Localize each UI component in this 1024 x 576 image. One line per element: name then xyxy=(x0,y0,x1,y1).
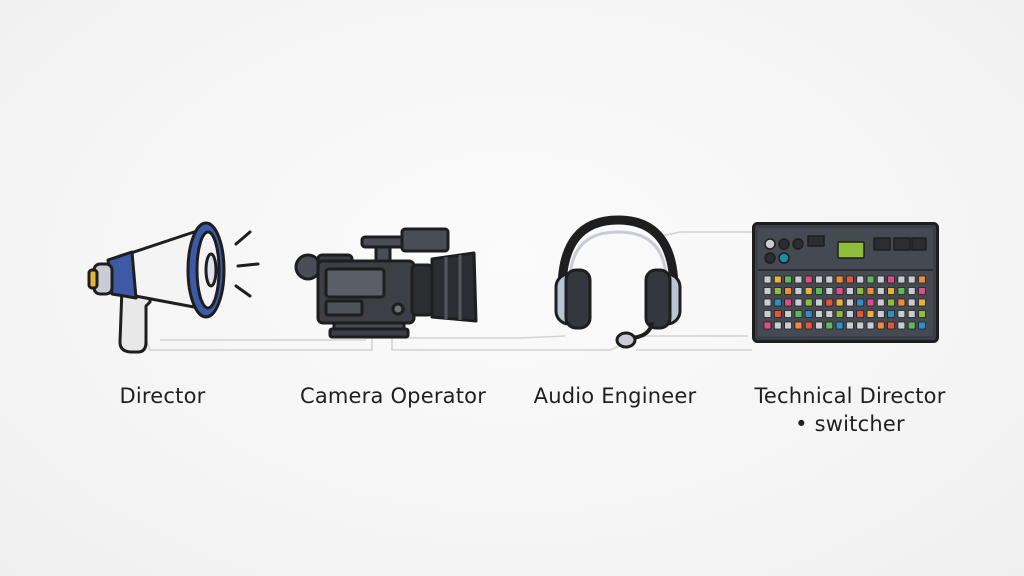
switcher-button xyxy=(815,275,823,284)
switcher-button xyxy=(773,321,782,330)
video-camera-icon xyxy=(294,227,478,339)
wire-audio-switcher-top xyxy=(661,231,752,237)
switcher-button xyxy=(835,275,844,284)
switcher-button xyxy=(876,275,885,284)
switcher-button xyxy=(876,321,885,330)
switcher-button xyxy=(897,321,906,330)
sound-waves xyxy=(234,230,260,298)
switcher-button xyxy=(835,310,844,318)
switcher-button xyxy=(876,310,885,318)
label-technical-director-sub: • switcher xyxy=(795,412,905,436)
switcher-button xyxy=(856,321,865,330)
switcher-button xyxy=(907,321,916,330)
switcher-button xyxy=(794,275,803,284)
switcher-button xyxy=(918,275,926,284)
switcher-button xyxy=(887,321,896,330)
switcher-button xyxy=(866,321,875,330)
switcher-button xyxy=(918,321,926,330)
switcher-button xyxy=(794,310,803,318)
switcher-button xyxy=(825,275,834,284)
switcher-button xyxy=(856,310,865,318)
switcher-button xyxy=(804,298,813,307)
switcher-button xyxy=(846,298,854,307)
switcher-button xyxy=(804,321,813,330)
switcher-button xyxy=(784,287,792,295)
switcher-button xyxy=(866,275,875,284)
switcher-button xyxy=(763,321,772,330)
switcher-button xyxy=(804,310,813,318)
switcher-button xyxy=(887,298,896,307)
switcher-button xyxy=(866,310,875,318)
switcher-button xyxy=(846,321,854,330)
switcher-button xyxy=(815,310,823,318)
switcher-button xyxy=(918,287,926,295)
switcher-button xyxy=(897,298,906,307)
switcher-button xyxy=(794,321,803,330)
switcher-button xyxy=(763,298,772,307)
switcher-button xyxy=(897,275,906,284)
switcher-button xyxy=(835,287,844,295)
switcher-button xyxy=(815,321,823,330)
switcher-button xyxy=(763,287,772,295)
switcher-button xyxy=(887,287,896,295)
switcher-button xyxy=(794,287,803,295)
switcher-button xyxy=(856,287,865,295)
switcher-button xyxy=(773,298,782,307)
label-technical-director: Technical Director • switcher xyxy=(740,382,960,438)
label-director: Director xyxy=(119,384,206,408)
switcher-button xyxy=(866,287,875,295)
megaphone-icon xyxy=(87,221,260,354)
switcher-button xyxy=(815,298,823,307)
switcher-button xyxy=(876,298,885,307)
switcher-button xyxy=(866,298,875,307)
switcher-button xyxy=(835,321,844,330)
switcher-button xyxy=(887,310,896,318)
switcher-button xyxy=(784,321,792,330)
switcher-button xyxy=(846,310,854,318)
switcher-button-grid xyxy=(763,275,926,330)
switcher-button xyxy=(804,287,813,295)
switcher-button xyxy=(897,287,906,295)
switcher-button xyxy=(804,275,813,284)
headphones-icon xyxy=(554,215,682,349)
switcher-button xyxy=(835,298,844,307)
switcher-button xyxy=(773,287,782,295)
switcher-button xyxy=(856,298,865,307)
switcher-button xyxy=(794,298,803,307)
label-camera-operator: Camera Operator xyxy=(299,384,487,408)
switcher-button xyxy=(876,287,885,295)
label-audio-engineer: Audio Engineer xyxy=(533,384,697,408)
switcher-button xyxy=(784,310,792,318)
switcher-button xyxy=(825,298,834,307)
switcher-button xyxy=(773,275,782,284)
switcher-button xyxy=(763,310,772,318)
switcher-button xyxy=(784,298,792,307)
switcher-button xyxy=(856,275,865,284)
switcher-button xyxy=(825,310,834,318)
switcher-button xyxy=(825,287,834,295)
switcher-button xyxy=(897,310,906,318)
switcher-panel-icon xyxy=(752,222,939,343)
switcher-button xyxy=(846,275,854,284)
switcher-button xyxy=(825,321,834,330)
switcher-button xyxy=(763,275,772,284)
wire-camera-audio xyxy=(391,334,623,351)
switcher-button xyxy=(773,310,782,318)
switcher-button xyxy=(918,310,926,318)
switcher-button xyxy=(907,310,916,318)
switcher-button xyxy=(846,287,854,295)
switcher-button xyxy=(907,275,916,284)
switcher-button xyxy=(887,275,896,284)
switcher-button xyxy=(907,287,916,295)
label-technical-director-title: Technical Director xyxy=(754,384,946,408)
switcher-button xyxy=(815,287,823,295)
switcher-button xyxy=(918,298,926,307)
switcher-button xyxy=(784,275,792,284)
switcher-button xyxy=(907,298,916,307)
